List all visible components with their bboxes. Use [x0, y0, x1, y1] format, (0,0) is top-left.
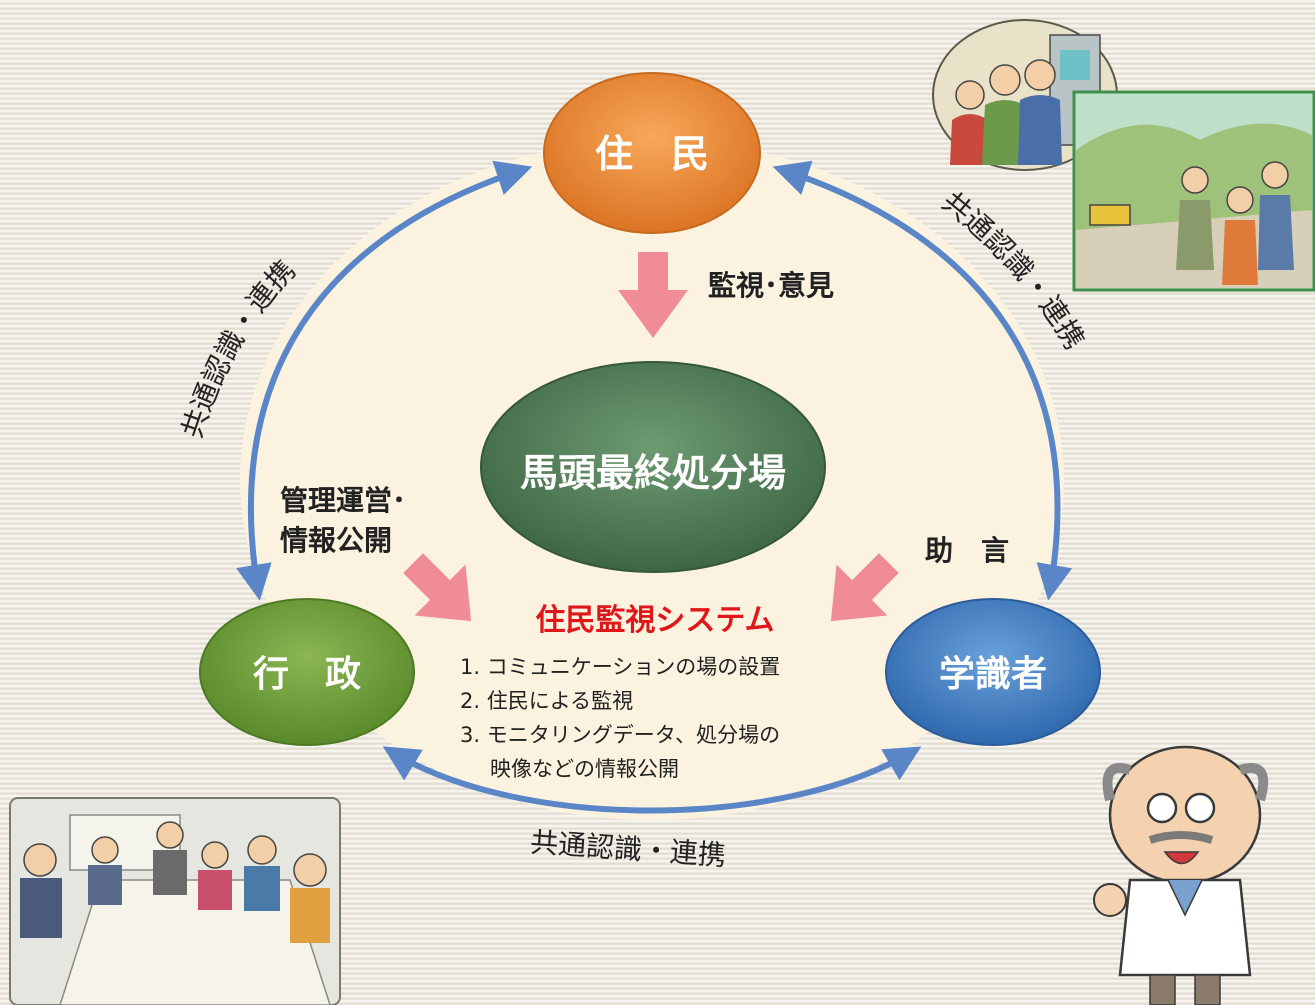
system-title: 住民監視システム	[535, 603, 774, 638]
flow-arrow-administration	[403, 553, 472, 622]
cooperation-arrow-right	[772, 160, 1073, 601]
residents-monitoring-illustration	[932, 19, 1118, 171]
cooperation-arrow-left	[236, 160, 533, 601]
flow-arrow-experts	[830, 553, 899, 622]
experts-node-label: 学識者	[939, 653, 1047, 695]
flow-arrow-residents	[618, 252, 688, 338]
administration-flow-label-line2: 情報公開	[280, 524, 392, 557]
site-inspection-illustration	[1072, 90, 1315, 292]
cooperation-label-bottom: 共通認識・連携	[529, 826, 727, 873]
center-node-label: 馬頭最終処分場	[520, 451, 786, 495]
professor-illustration	[1093, 745, 1269, 1005]
center-node	[480, 361, 826, 573]
experts-flow-label: 助 言	[925, 534, 1009, 567]
meeting-illustration	[9, 797, 341, 1005]
residents-node	[543, 72, 761, 234]
experts-node	[885, 598, 1101, 746]
residents-node-label: 住 民	[595, 132, 709, 176]
system-item-2: 2. 住民による監視	[460, 689, 633, 713]
residents-flow-label: 監視･意見	[708, 269, 834, 302]
cooperation-arrow-bottom	[382, 746, 922, 814]
administration-node	[199, 598, 415, 746]
administration-flow-label-line1: 管理運営･	[280, 484, 406, 517]
administration-node-label: 行 政	[253, 654, 361, 695]
system-item-3-continued: 映像などの情報公開	[490, 757, 679, 781]
system-item-3: 3. モニタリングデータ、処分場の	[460, 723, 780, 747]
system-item-1: 1. コミュニケーションの場の設置	[460, 655, 780, 679]
